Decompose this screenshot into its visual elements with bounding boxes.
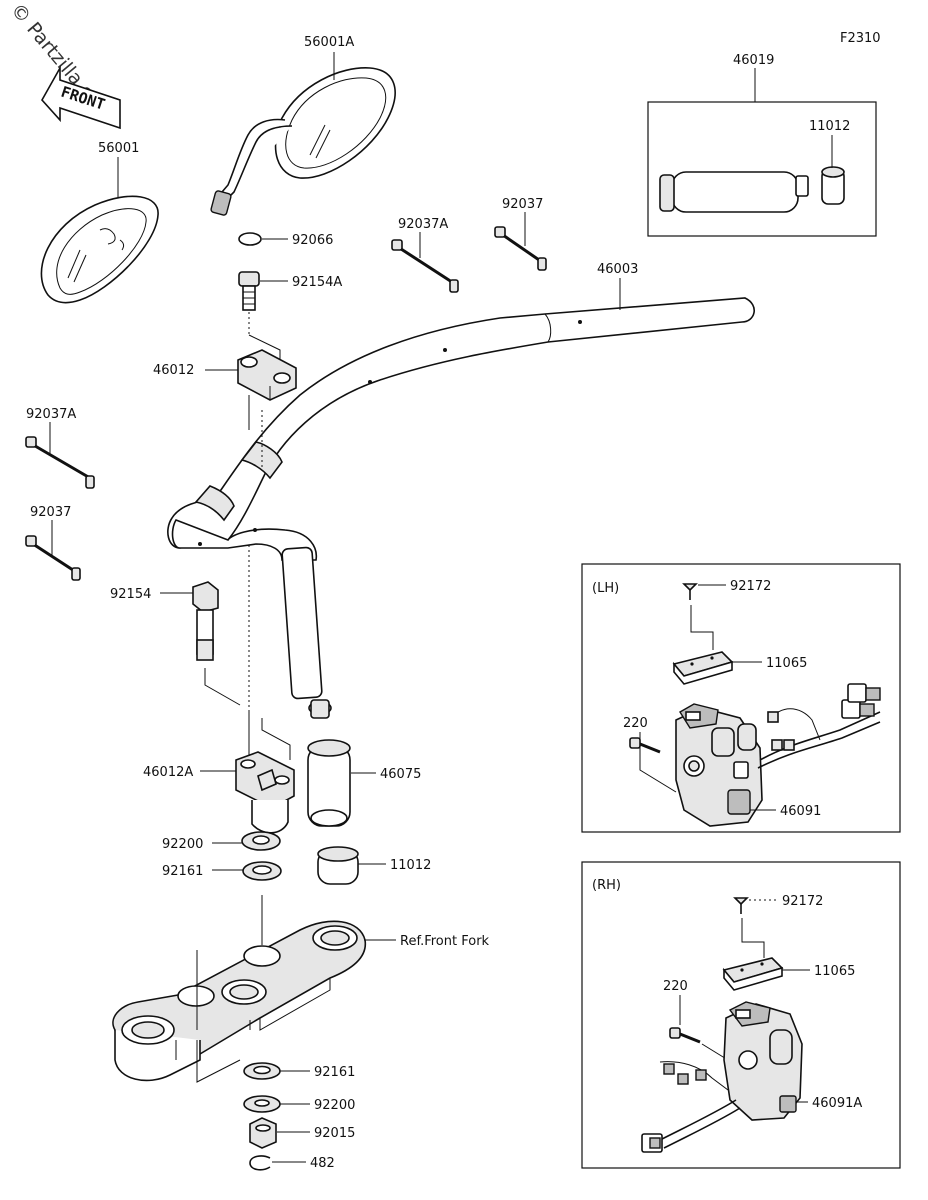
lh-switch-box <box>581 563 901 833</box>
holder-upper-part <box>237 349 297 401</box>
clip-part <box>249 1155 271 1171</box>
rh-callout-bolt: 220 <box>663 979 688 994</box>
triple-clamp-part <box>112 920 366 1082</box>
rh-tag: (RH) <box>592 878 621 893</box>
lh-callout-cover: 11065 <box>766 656 807 671</box>
rh-callout-cover: 11065 <box>814 964 855 979</box>
bolt-a-part <box>238 271 260 311</box>
rh-cover-part <box>722 957 784 991</box>
handlebar-part <box>167 297 755 719</box>
lh-switch-part <box>675 683 881 827</box>
callout-bushing-lower: 92161 <box>314 1065 355 1080</box>
callout-grip-left: 46075 <box>380 767 421 782</box>
callout-washer-lower: 92200 <box>314 1098 355 1113</box>
callout-front-fork-ref: Ref.Front Fork <box>400 934 490 949</box>
nut-part <box>249 1117 277 1149</box>
washer-upper-part <box>241 831 281 851</box>
callout-band-left: 92037 <box>30 505 71 520</box>
lh-screw-part <box>682 583 698 600</box>
band-top-part <box>494 226 547 271</box>
rh-switch-part <box>641 1001 803 1153</box>
holder-lower-part <box>235 751 295 834</box>
callout-holder-lower: 46012A <box>143 765 193 780</box>
rh-switch-box <box>581 861 901 1169</box>
figure-code: F2310 <box>840 31 881 46</box>
weight-left-part <box>317 846 359 885</box>
grip-assy-part <box>659 166 845 213</box>
lh-cover-part <box>672 651 734 685</box>
callout-band-left-a: 92037A <box>26 407 76 422</box>
cap-part <box>238 232 262 246</box>
lh-callout-screw: 92172 <box>730 579 771 594</box>
callout-cap: 92066 <box>292 233 333 248</box>
lh-bolt-part <box>629 737 661 754</box>
rh-bolt-part <box>669 1027 701 1044</box>
rh-callout-screw: 92172 <box>782 894 823 909</box>
callout-grip-weight: 11012 <box>809 119 850 134</box>
callout-bolt: 92154 <box>110 587 151 602</box>
band-left-a-part <box>25 436 95 489</box>
callout-washer-upper: 92200 <box>162 837 203 852</box>
callout-bushing-upper: 92161 <box>162 864 203 879</box>
lh-callout-bolt: 220 <box>623 716 648 731</box>
grip-assy-box <box>647 101 877 237</box>
callout-band-top: 92037 <box>502 197 543 212</box>
band-left-part <box>25 535 81 581</box>
callout-nut: 92015 <box>314 1126 355 1141</box>
bolt-part <box>192 581 219 661</box>
callout-grip-assy: 46019 <box>733 53 774 68</box>
callout-handlebar: 46003 <box>597 262 638 277</box>
callout-mirror-left: 56001 <box>98 141 139 156</box>
mirror-left <box>40 195 159 304</box>
callout-holder-upper: 46012 <box>153 363 194 378</box>
lh-callout-switch: 46091 <box>780 804 821 819</box>
grip-left-part <box>307 739 351 827</box>
lh-tag: (LH) <box>592 581 619 596</box>
band-top-a-part <box>391 239 459 293</box>
callout-clip: 482 <box>310 1156 335 1171</box>
bushing-upper-part <box>242 861 282 881</box>
rh-screw-part <box>733 897 749 914</box>
rh-callout-switch: 46091A <box>812 1096 862 1111</box>
bushing-lower-part <box>243 1062 281 1080</box>
callout-weight-left: 11012 <box>390 858 431 873</box>
callout-band-top-a: 92037A <box>398 217 448 232</box>
front-arrow-icon: FRONT <box>41 64 121 130</box>
mirror-right <box>210 67 396 216</box>
callout-bolt-a: 92154A <box>292 275 342 290</box>
washer-lower-part <box>243 1095 281 1113</box>
callout-mirror-right: 56001A <box>304 35 354 50</box>
